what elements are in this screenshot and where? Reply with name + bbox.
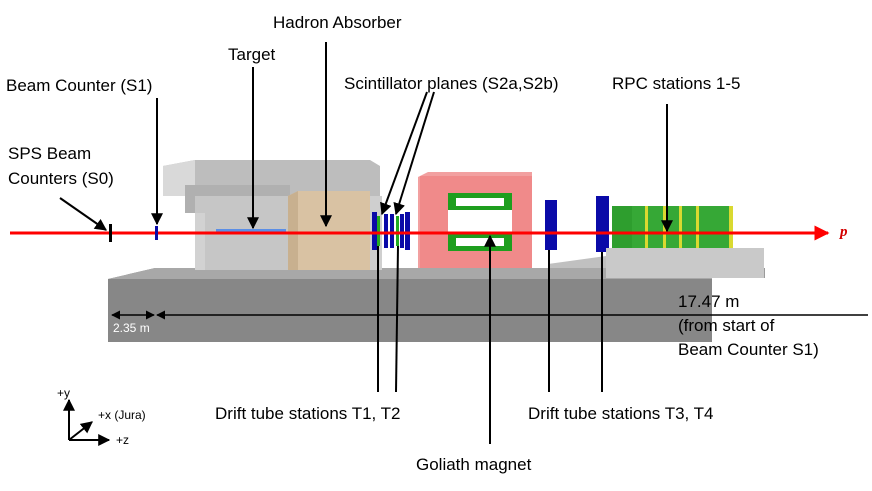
leader-t2: [395, 245, 399, 393]
leader-scint-s2a: [380, 91, 428, 216]
drift-tube-t4: [596, 196, 609, 252]
axis-label-y: +y: [57, 386, 71, 400]
drift-tube-stations-t1-t2: [372, 212, 410, 250]
label-goliath: Goliath magnet: [416, 455, 532, 474]
rpc-stations: [612, 206, 733, 248]
sps-beam-counter: [109, 224, 112, 242]
leader-scint-s2b: [393, 91, 435, 216]
label-drift-t1-t2: Drift tube stations T1, T2: [215, 404, 401, 423]
label-dist-short: 2.35 m: [113, 321, 150, 335]
rpc-stand: [548, 248, 764, 278]
goliath-magnet: [418, 172, 532, 268]
label-hadron-absorber: Hadron Absorber: [273, 13, 402, 32]
label-beam-counter-s1: Beam Counter (S1): [6, 76, 153, 95]
label-dist-long: 17.47 m (from start of Beam Counter S1): [678, 292, 819, 359]
floor-slab: [108, 268, 765, 342]
label-rpc-stations: RPC stations 1-5: [612, 74, 741, 93]
label-sps-beam-counters: SPS Beam Counters (S0): [8, 144, 114, 188]
label-scintillator-planes: Scintillator planes (S2a,S2b): [344, 74, 559, 93]
axis-label-x: +x (Jura): [98, 408, 146, 422]
beam-counter-s1: [155, 226, 158, 240]
label-proton: p: [840, 224, 848, 240]
axis-label-z: +z: [116, 433, 130, 447]
label-drift-t3-t4: Drift tube stations T3, T4: [528, 404, 714, 423]
hadron-absorber: [288, 191, 370, 270]
drift-tube-t3: [545, 200, 557, 250]
label-target: Target: [228, 45, 276, 64]
coordinate-axes: [63, 398, 111, 446]
leader-sps-counters: [59, 197, 107, 231]
